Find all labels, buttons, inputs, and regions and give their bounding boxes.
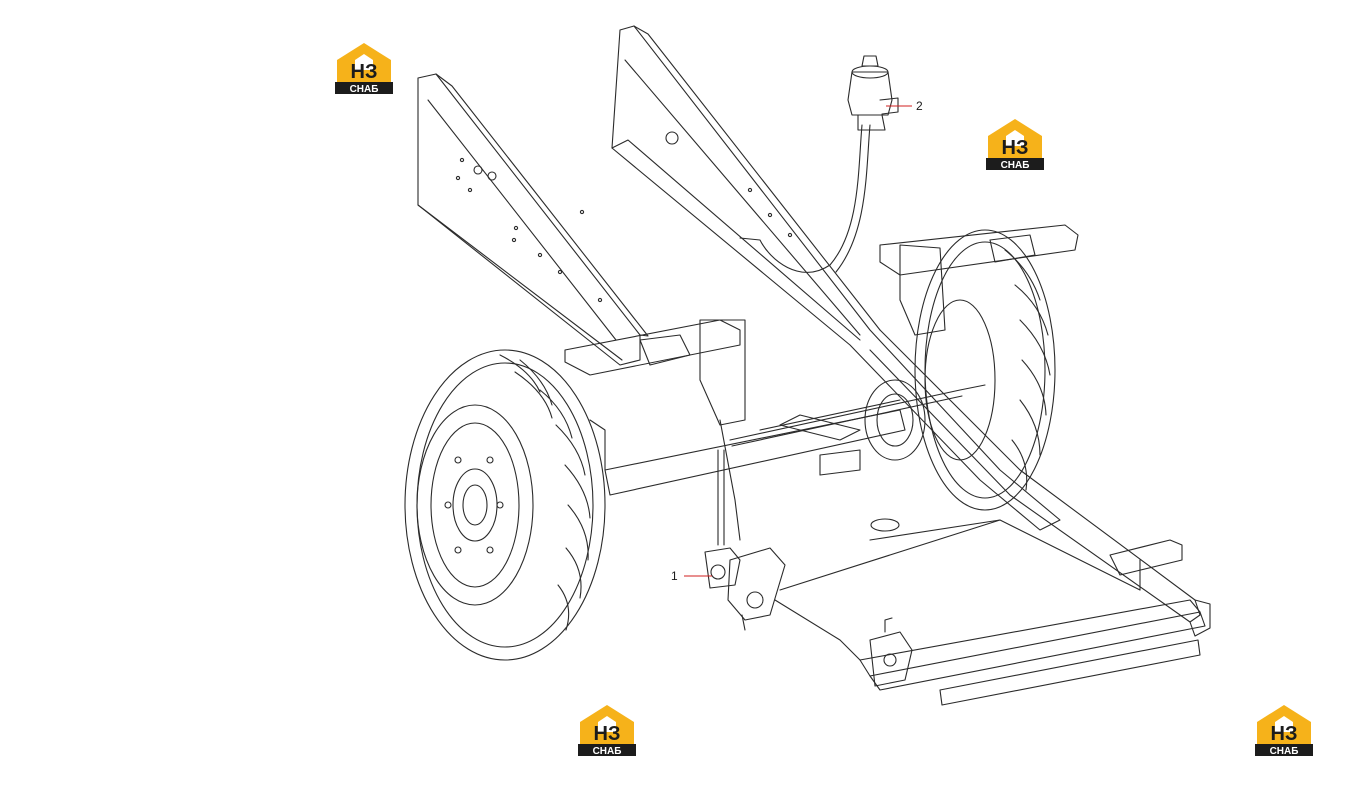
watermark-logo: НЗ СНАБ — [576, 702, 638, 758]
reservoir-part-2 — [847, 55, 899, 131]
logo-top-text: НЗ — [351, 61, 378, 83]
callout-2: 2 — [916, 99, 923, 113]
valve-part-1 — [704, 547, 786, 631]
logo-top-text: НЗ — [1271, 723, 1298, 745]
right-frame-rail — [611, 25, 1211, 637]
front-crossmember — [774, 518, 1206, 706]
right-wheel — [914, 229, 1056, 511]
logo-top-text: НЗ — [594, 723, 621, 745]
logo-bottom-text: СНАБ — [1001, 160, 1030, 171]
logo-bottom-text: СНАБ — [1270, 746, 1299, 757]
left-spring-bracket — [564, 319, 746, 541]
rear-axle — [589, 379, 926, 496]
right-spring-bracket — [879, 224, 1079, 336]
logo-bottom-text: СНАБ — [593, 746, 622, 757]
brake-line — [717, 124, 986, 546]
watermark-logo: НЗ СНАБ — [1253, 702, 1315, 758]
logo-top-text: НЗ — [1002, 137, 1029, 159]
front-bracket — [869, 617, 913, 687]
logo-bottom-text: СНАБ — [350, 84, 379, 95]
left-frame-rail — [417, 73, 649, 366]
watermark-logo: НЗ СНАБ — [984, 116, 1046, 172]
left-wheel — [404, 349, 606, 661]
callout-1: 1 — [671, 569, 678, 583]
watermark-logo: НЗ СНАБ — [333, 40, 395, 96]
